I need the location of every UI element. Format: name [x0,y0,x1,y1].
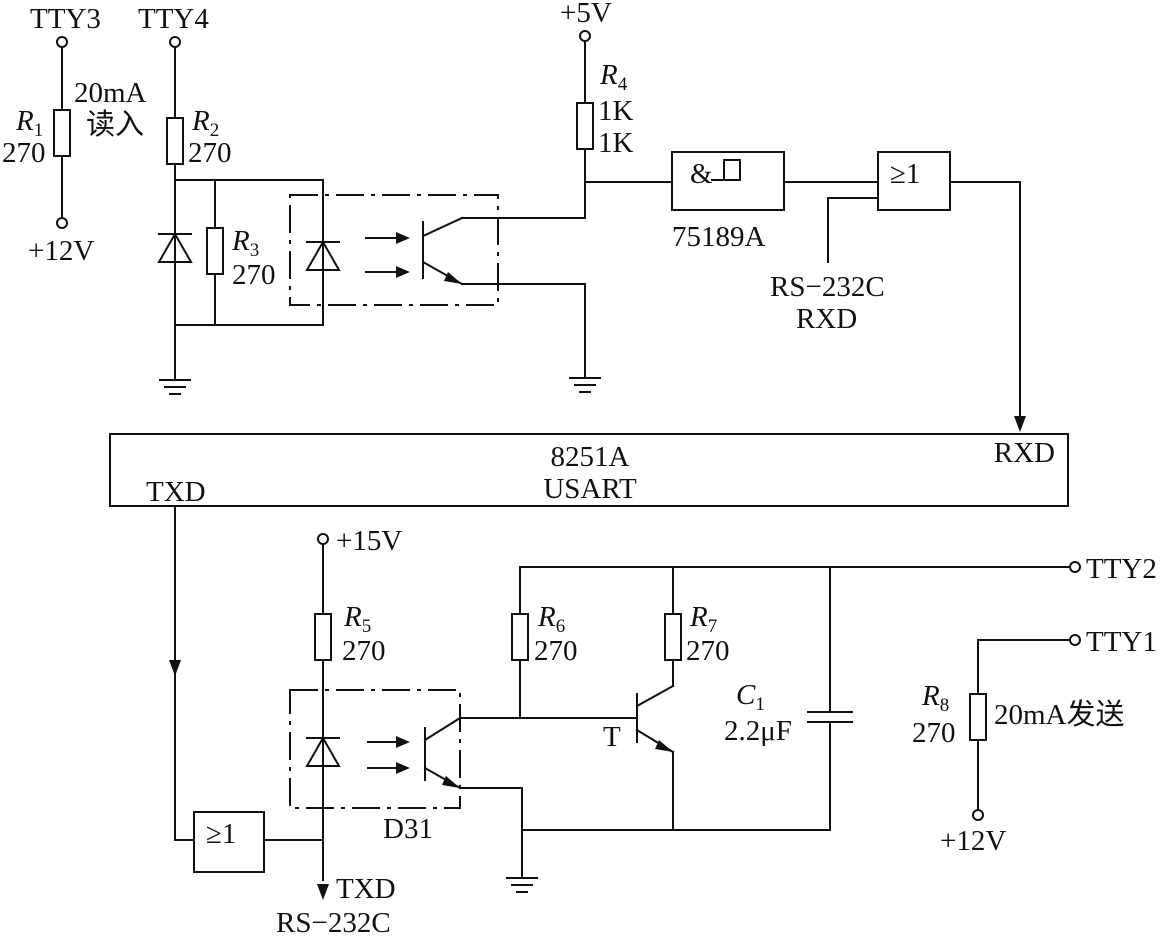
rxd-label: RXD [796,303,857,335]
r3-resistor [206,227,224,275]
r5-resistor [314,613,332,661]
tty3-terminal [56,36,68,48]
tty2-terminal [1069,561,1081,573]
r5-value: 270 [342,635,386,667]
receive-optocoupler [289,179,586,326]
transistor-t: T [603,684,675,831]
tty1-label: TTY1 [1086,626,1157,658]
transmit-or-symbol: ≥1 [206,818,236,850]
pullup-r4: +5V R4 1K 1K [560,0,673,393]
send-20ma-label: 20mA发送 [994,698,1125,731]
r7-value: 270 [686,635,730,667]
usart-8251a: 8251A USART RXD TXD [109,433,1069,508]
rs232c-rxd-label: RS−232C [770,271,885,303]
usart-name: 8251A [551,441,630,473]
tx-led-diode [305,735,341,767]
r1-branch: TTY3 +12V R1 270 20mA 读入 [2,3,147,267]
r4-label: R4 [599,59,628,95]
transmit-or-gate: ≥1 [193,811,324,873]
d31-label: D31 [383,813,433,845]
r3-label: R3 [231,225,259,261]
receive-or-symbol: ≥1 [890,158,920,190]
receiver-and-symbol: & [690,158,713,190]
usart-txd-pin: TXD [146,476,206,508]
r5-label: R5 [343,601,371,637]
plus5v-label: +5V [560,0,612,29]
ground-symbol-2 [569,377,601,393]
usart-type: USART [543,473,637,505]
ground-symbol [159,379,191,395]
c1-value: 2.2μF [724,715,792,747]
plus12v-top-terminal [56,217,68,229]
r2-label: R2 [191,105,219,141]
r6-value: 270 [534,635,578,667]
r8-branch: TTY1 +12V R8 270 20mA发送 [912,626,1157,857]
r7-resistor [664,613,682,661]
r3-value: 270 [232,259,276,291]
transmit-optocoupler: D31 [289,689,638,893]
schmitt-trigger-icon [711,159,741,181]
r4-value-1: 1K [598,95,634,127]
r4-value-2: 1K [598,127,634,159]
txd-arrow-icon [169,660,181,676]
tty2-label: TTY2 [1086,553,1157,585]
c1-label: C1 [736,679,765,715]
r8-label: R8 [921,680,949,716]
plus12v-top-label: +12V [28,235,94,267]
rs232c-txd-label: RS−232C [276,907,391,939]
r1-resistor [53,109,71,157]
transistor-label: T [603,721,621,753]
tty1-terminal [1069,634,1081,646]
receive-or-gate: ≥1 RS−232C RXD [770,151,1026,432]
r8-value: 270 [912,717,956,749]
led-diode [305,239,341,271]
r1-value: 270 [2,137,46,169]
txd-out-label: TXD [336,873,396,905]
protection-diode [157,231,193,263]
read-in-label: 读入 [86,108,144,141]
current-20ma-label: 20mA [74,77,147,109]
r2-value: 270 [188,137,232,169]
r6-resistor [511,613,529,661]
tty4-terminal [169,36,181,48]
rxd-arrow-icon [1014,416,1026,432]
ground-symbol-3 [506,877,538,893]
r2-resistor [166,117,184,165]
tty3-label: TTY3 [30,3,101,35]
r1-label: R1 [15,105,43,141]
plus15v-terminal [317,533,329,545]
tty4-label: TTY4 [138,3,209,35]
r8-resistor [969,693,987,741]
txd-line [169,505,195,841]
r7-label: R7 [689,601,717,637]
plus15v-label: +15V [336,525,402,557]
receiver-part-label: 75189A [672,221,766,253]
plus5v-terminal [579,30,591,42]
line-receiver-75189a: & 75189A [671,151,879,253]
usart-rxd-pin: RXD [994,437,1055,469]
output-stage: TTY2 R6 270 R7 270 T C1 2.2μF [511,553,1157,831]
r2-r3-network: TTY4 R2 270 R3 270 [138,3,324,395]
plus12v-bottom-terminal [972,809,984,821]
plus12v-bottom-label: +12V [940,825,1006,857]
r5-branch: +15V R5 270 TXD RS−232C [276,525,402,939]
rs232c-txd-arrow-icon [317,884,329,900]
r4-resistor [576,102,594,150]
r6-label: R6 [537,601,565,637]
